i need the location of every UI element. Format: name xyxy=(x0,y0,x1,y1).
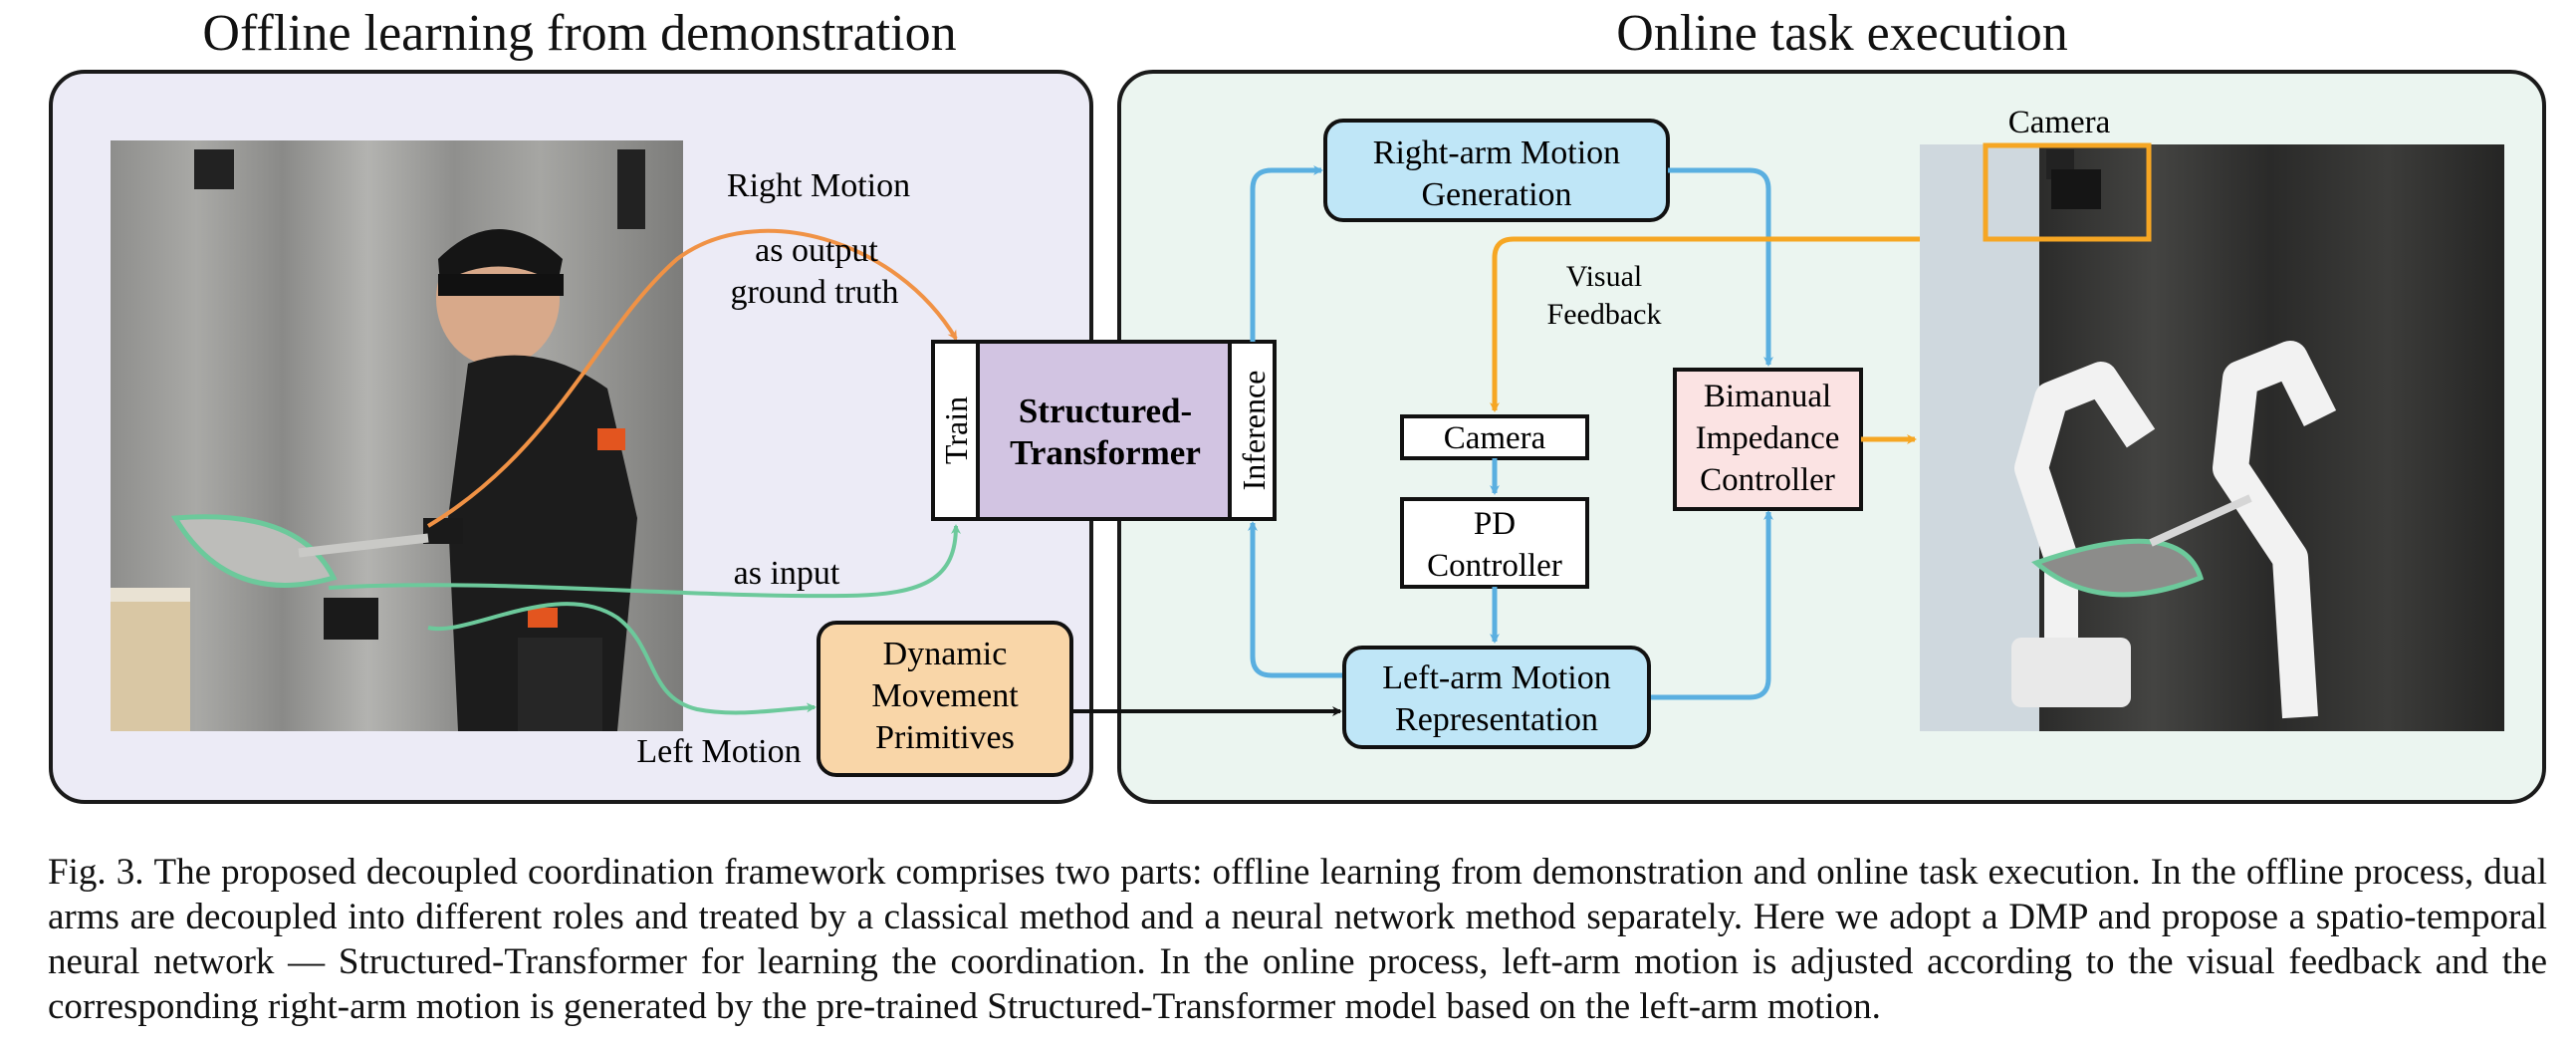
dmp-label-1: Dynamic xyxy=(883,636,1008,672)
online-title: Online task execution xyxy=(1616,5,2067,62)
left-motion-arrow xyxy=(427,602,817,715)
right-arm-generation-label-2: Generation xyxy=(1421,176,1571,213)
camera-photo-label: Camera xyxy=(2008,105,2111,140)
bimanual-controller-box xyxy=(1673,368,1863,511)
framework-diagram: Offline learning from demonstration Onli… xyxy=(49,5,2546,804)
dmp-label-3: Primitives xyxy=(875,719,1015,756)
visual-feedback-label-2: Feedback xyxy=(1547,298,1662,331)
bimanual-label-2: Impedance xyxy=(1696,420,1840,456)
visual-feedback-label-1: Visual xyxy=(1566,260,1643,293)
as-input-label: as input xyxy=(734,555,840,592)
pd-controller-label-2: Controller xyxy=(1427,548,1562,584)
dmp-label-2: Movement xyxy=(871,677,1019,714)
left-arm-to-inference-arrow xyxy=(1248,521,1344,678)
right-motion-arrow xyxy=(426,228,958,528)
camera-box xyxy=(1400,414,1589,460)
structured-transformer-block: Train Structured- Transformer Inference xyxy=(931,340,1277,521)
left-arm-representation-box xyxy=(1342,646,1651,749)
figure-caption: Fig. 3.The proposed decoupled coordinati… xyxy=(48,850,2547,1029)
offline-title: Offline learning from demonstration xyxy=(202,5,956,62)
figure-label: Fig. 3. xyxy=(48,852,144,893)
camera-box-label: Camera xyxy=(1444,420,1546,456)
left-arm-representation-label-2: Representation xyxy=(1395,701,1598,738)
left-motion-label: Left Motion xyxy=(636,733,801,770)
left-arm-to-bimanual-arrow xyxy=(1649,510,1773,700)
bimanual-label-1: Bimanual xyxy=(1704,379,1831,414)
transformer-label-1: Structured- xyxy=(1019,392,1192,430)
left-arm-representation-label-1: Left-arm Motion xyxy=(1382,659,1610,696)
as-input-arrow xyxy=(328,524,961,599)
demonstration-photo xyxy=(111,140,683,731)
bimanual-label-3: Controller xyxy=(1700,462,1835,498)
robot-photo xyxy=(1920,144,2504,731)
visual-feedback-arrow xyxy=(1490,236,2150,412)
ground-truth-label: ground truth xyxy=(730,274,898,311)
right-arm-to-bimanual-arrow xyxy=(1668,167,1773,367)
right-motion-label: Right Motion xyxy=(727,167,910,204)
train-label: Train xyxy=(938,396,974,464)
right-arm-generation-label-1: Right-arm Motion xyxy=(1373,134,1620,171)
inference-to-right-arm-arrow xyxy=(1250,165,1323,342)
pd-controller-label-1: PD xyxy=(1474,506,1516,542)
caption-text: The proposed decoupled coordination fram… xyxy=(48,852,2547,1027)
transformer-label-2: Transformer xyxy=(1010,433,1201,472)
as-output-label: as output xyxy=(755,232,878,269)
dmp-box xyxy=(817,621,1073,777)
camera-highlight-box xyxy=(1983,142,2152,242)
inference-label: Inference xyxy=(1236,371,1272,491)
